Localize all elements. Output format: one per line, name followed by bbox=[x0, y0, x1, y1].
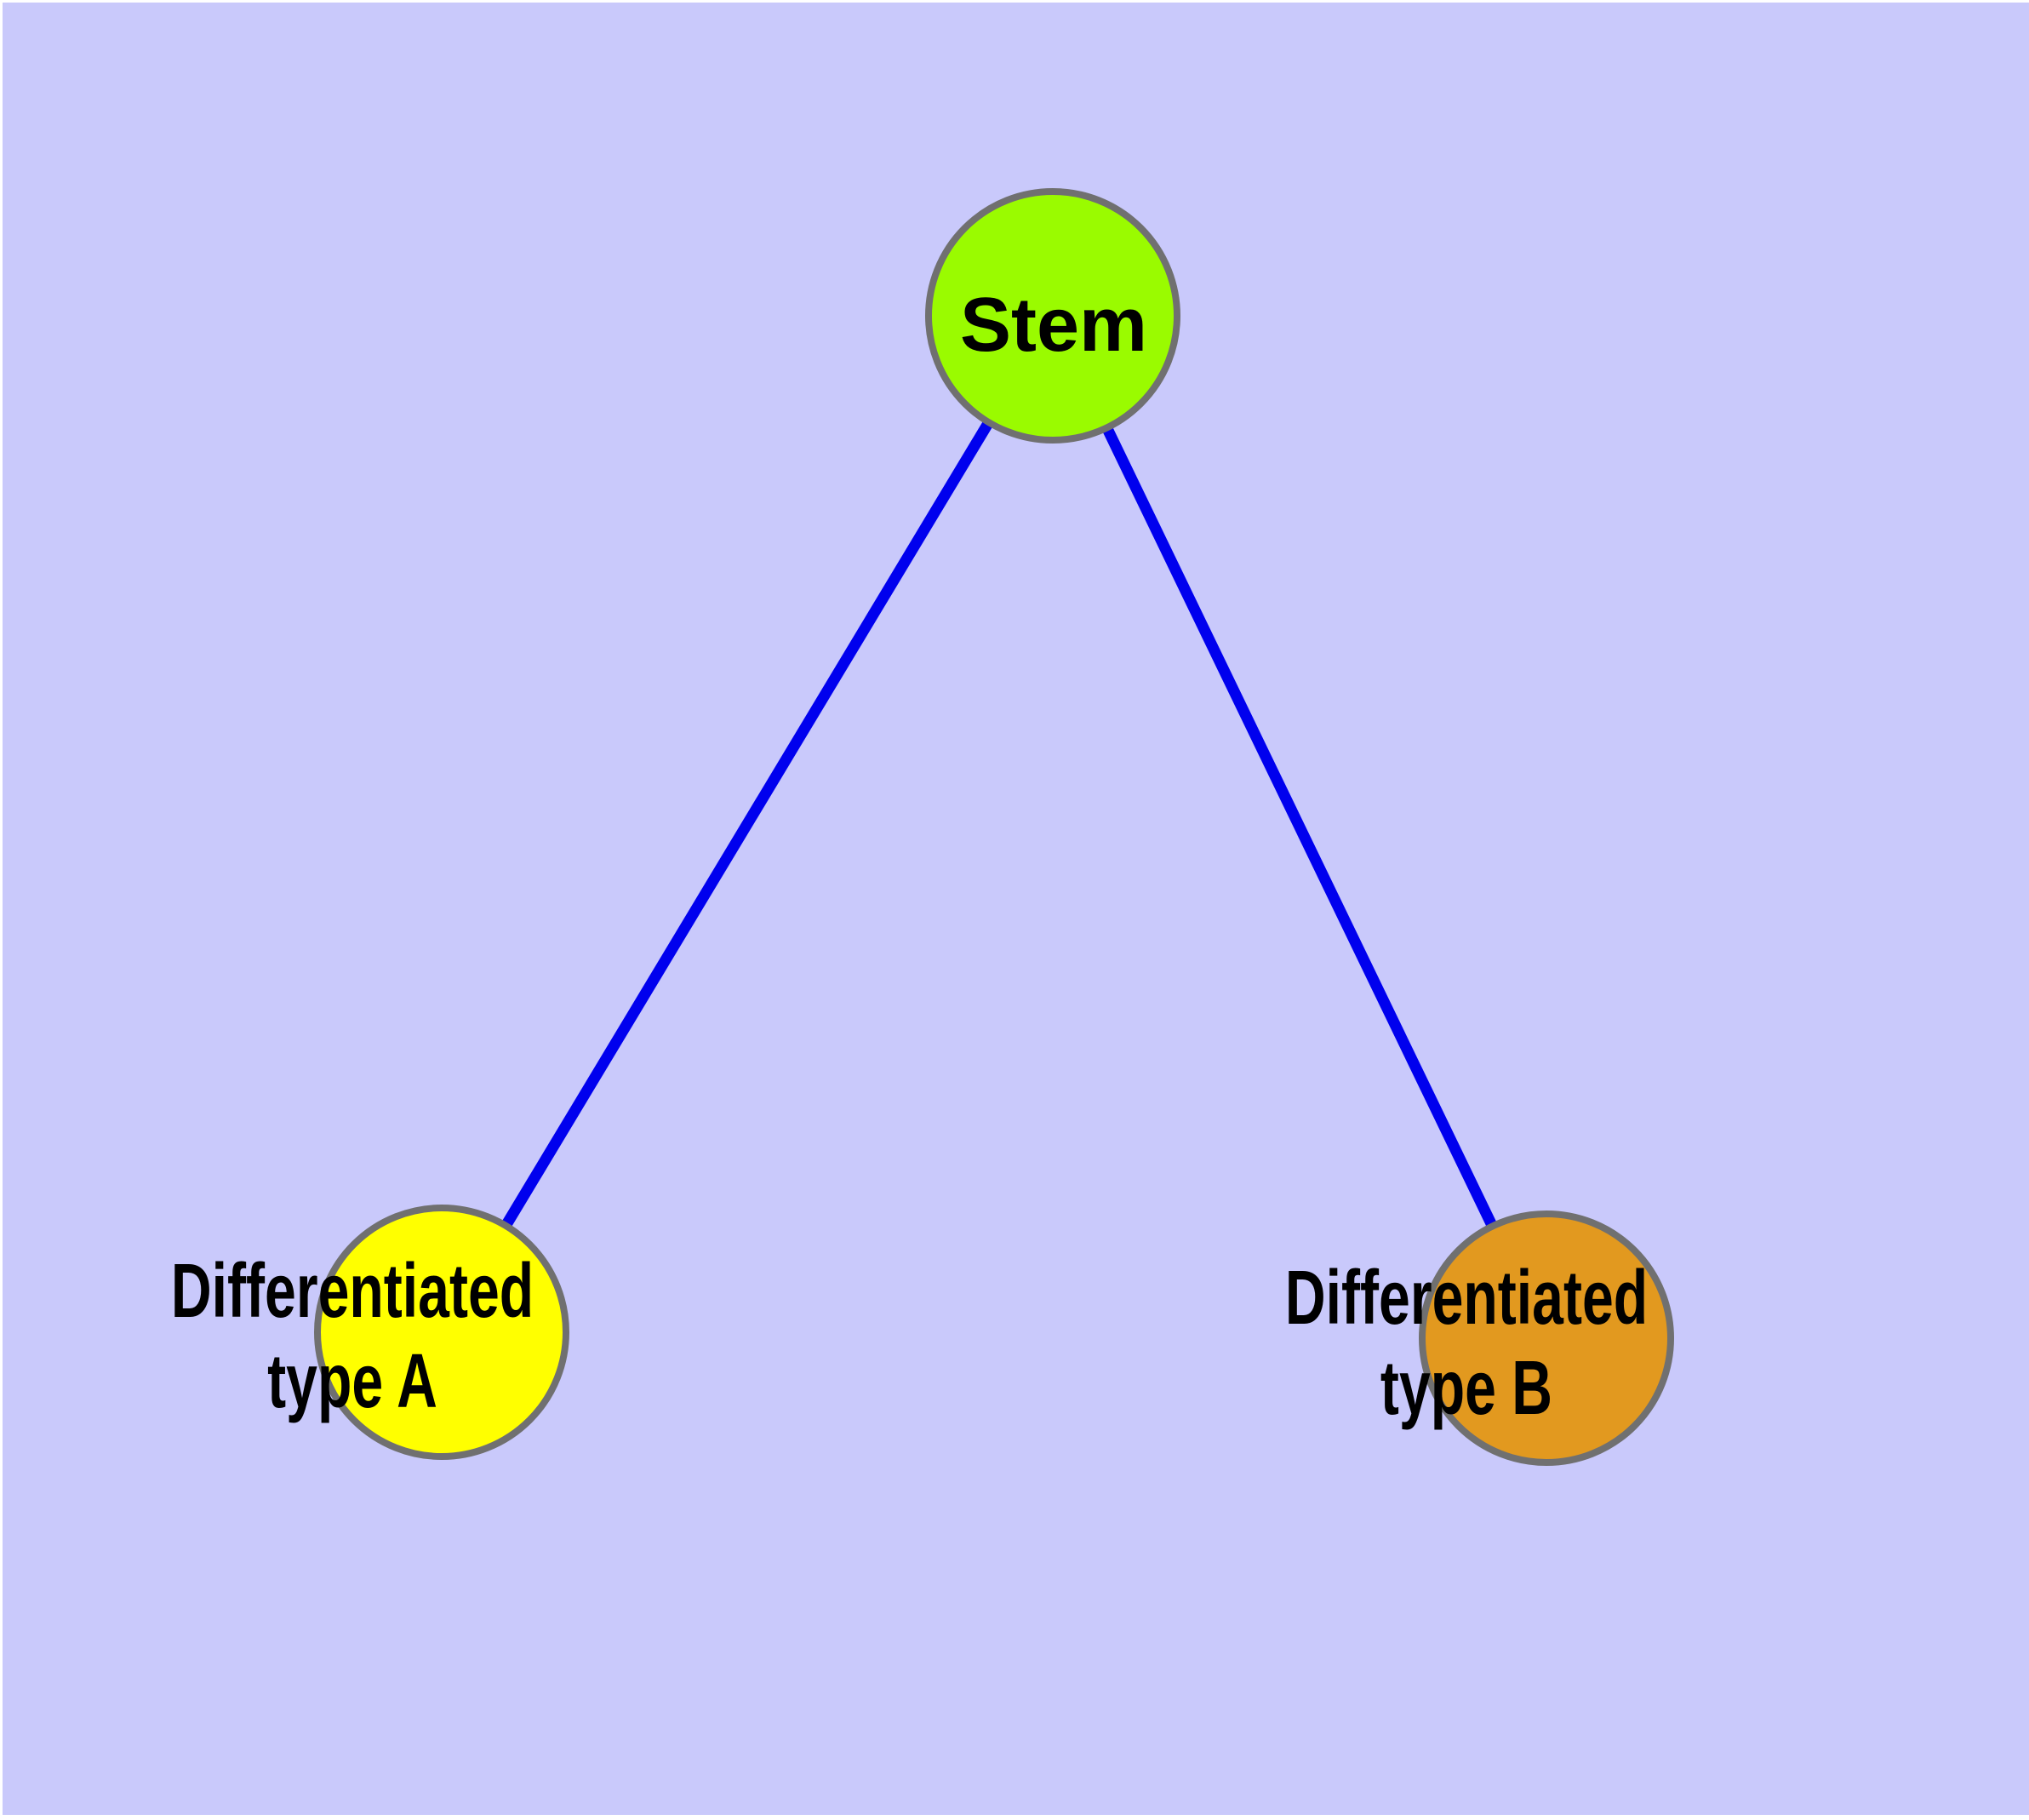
type-a-node-label-group: Differentiated type A bbox=[171, 1248, 534, 1423]
edge-stem-to-type-a bbox=[437, 312, 1058, 1336]
type-b-node-label-group: Differentiated type B bbox=[1285, 1255, 1648, 1430]
type-a-node-label-line2: type A bbox=[267, 1338, 437, 1423]
type-a-node-label-line1: Differentiated bbox=[171, 1248, 534, 1333]
type-b-node bbox=[1419, 1210, 1674, 1466]
type-b-node-label-line1: Differentiated bbox=[1285, 1255, 1648, 1340]
type-a-node bbox=[314, 1205, 569, 1460]
type-b-node-label-line2: type B bbox=[1380, 1345, 1552, 1430]
edge-stem-to-type-b bbox=[1048, 313, 1552, 1341]
stem-node bbox=[925, 188, 1180, 444]
stem-node-label: Stem bbox=[960, 283, 1147, 368]
